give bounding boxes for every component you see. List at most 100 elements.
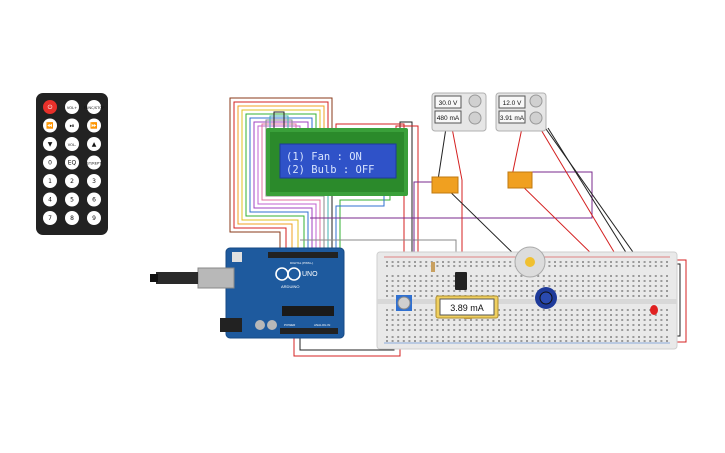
breadboard-hole[interactable]: [615, 275, 618, 277]
breadboard-hole[interactable]: [503, 285, 506, 287]
breadboard-hole[interactable]: [481, 290, 484, 292]
breadboard-hole[interactable]: [660, 324, 663, 326]
breadboard-hole[interactable]: [615, 324, 618, 326]
breadboard-hole[interactable]: [593, 290, 596, 292]
breadboard-hole[interactable]: [408, 340, 411, 342]
breadboard-hole[interactable]: [542, 285, 545, 287]
breadboard-hole[interactable]: [570, 285, 573, 287]
breadboard-hole[interactable]: [570, 329, 573, 331]
breadboard-hole[interactable]: [436, 336, 439, 338]
breadboard-hole[interactable]: [531, 280, 534, 282]
breadboard-hole[interactable]: [565, 314, 568, 316]
breadboard-hole[interactable]: [593, 261, 596, 263]
breadboard-hole[interactable]: [643, 324, 646, 326]
breadboard-hole[interactable]: [503, 324, 506, 326]
breadboard-hole[interactable]: [548, 275, 551, 277]
breadboard-hole[interactable]: [587, 290, 590, 292]
breadboard-hole[interactable]: [526, 314, 528, 316]
breadboard-hole[interactable]: [542, 336, 545, 338]
breadboard-hole[interactable]: [576, 336, 579, 338]
breadboard-hole[interactable]: [643, 309, 646, 311]
breadboard-hole[interactable]: [509, 324, 512, 326]
breadboard-hole[interactable]: [660, 285, 663, 287]
breadboard-hole[interactable]: [486, 280, 489, 282]
breadboard-hole[interactable]: [498, 261, 500, 263]
breadboard-hole[interactable]: [520, 324, 523, 326]
breadboard-hole[interactable]: [570, 295, 573, 297]
breadboard-hole[interactable]: [509, 319, 512, 321]
dc-motor[interactable]: [514, 246, 546, 278]
breadboard-hole[interactable]: [391, 336, 394, 338]
breadboard-hole[interactable]: [615, 309, 618, 311]
breadboard-hole[interactable]: [514, 309, 517, 311]
breadboard-hole[interactable]: [576, 295, 579, 297]
breadboard-hole[interactable]: [604, 309, 607, 311]
breadboard-hole[interactable]: [442, 285, 444, 287]
breadboard-hole[interactable]: [565, 290, 568, 292]
breadboard-hole[interactable]: [587, 280, 590, 282]
breadboard-hole[interactable]: [425, 340, 428, 342]
breadboard-hole[interactable]: [632, 319, 635, 321]
breadboard-hole[interactable]: [402, 265, 405, 267]
breadboard-hole[interactable]: [632, 336, 635, 338]
breadboard-hole[interactable]: [542, 340, 545, 342]
breadboard-hole[interactable]: [649, 285, 652, 287]
breadboard-hole[interactable]: [520, 275, 523, 277]
breadboard-hole[interactable]: [638, 336, 640, 338]
breadboard-hole[interactable]: [509, 329, 512, 331]
breadboard-hole[interactable]: [526, 280, 528, 282]
breadboard-hole[interactable]: [447, 265, 450, 267]
breadboard-hole[interactable]: [565, 340, 568, 342]
breadboard-hole[interactable]: [643, 275, 646, 277]
breadboard-hole[interactable]: [632, 280, 635, 282]
breadboard-hole[interactable]: [598, 319, 601, 321]
breadboard-hole[interactable]: [559, 324, 562, 326]
breadboard-hole[interactable]: [610, 261, 612, 263]
breadboard-hole[interactable]: [632, 265, 635, 267]
breadboard-hole[interactable]: [632, 309, 635, 311]
breadboard-hole[interactable]: [593, 285, 596, 287]
breadboard-hole[interactable]: [621, 261, 624, 263]
breadboard-hole[interactable]: [531, 290, 534, 292]
breadboard-hole[interactable]: [632, 275, 635, 277]
breadboard-hole[interactable]: [649, 329, 652, 331]
breadboard-hole[interactable]: [666, 309, 668, 311]
breadboard-hole[interactable]: [548, 329, 551, 331]
breadboard-hole[interactable]: [638, 314, 640, 316]
multimeter[interactable]: 3.89 mA: [435, 295, 499, 319]
breadboard-hole[interactable]: [470, 265, 472, 267]
breadboard-hole[interactable]: [587, 340, 590, 342]
breadboard-hole[interactable]: [610, 340, 612, 342]
breadboard-hole[interactable]: [610, 324, 612, 326]
breadboard-hole[interactable]: [587, 324, 590, 326]
breadboard-hole[interactable]: [498, 329, 500, 331]
breadboard-hole[interactable]: [537, 314, 540, 316]
breadboard-hole[interactable]: [598, 295, 601, 297]
breadboard-hole[interactable]: [402, 324, 405, 326]
breadboard-hole[interactable]: [453, 261, 456, 263]
breadboard-hole[interactable]: [582, 336, 584, 338]
breadboard-hole[interactable]: [453, 275, 456, 277]
breadboard-hole[interactable]: [475, 329, 478, 331]
breadboard-hole[interactable]: [660, 329, 663, 331]
wire-purple-2[interactable]: [413, 181, 432, 270]
breadboard-hole[interactable]: [582, 295, 584, 297]
supply-right-knob-a[interactable]: [529, 111, 543, 125]
breadboard-hole[interactable]: [554, 319, 556, 321]
breadboard-hole[interactable]: [509, 290, 512, 292]
breadboard-hole[interactable]: [587, 314, 590, 316]
breadboard-hole[interactable]: [604, 329, 607, 331]
breadboard-hole[interactable]: [638, 280, 640, 282]
breadboard-hole[interactable]: [570, 314, 573, 316]
breadboard-hole[interactable]: [610, 329, 612, 331]
breadboard-hole[interactable]: [453, 336, 456, 338]
breadboard-hole[interactable]: [598, 309, 601, 311]
breadboard-hole[interactable]: [615, 290, 618, 292]
breadboard-hole[interactable]: [570, 265, 573, 267]
supply-right-knob-v[interactable]: [529, 94, 543, 108]
breadboard-hole[interactable]: [391, 261, 394, 263]
breadboard-hole[interactable]: [615, 295, 618, 297]
breadboard-hole[interactable]: [654, 319, 657, 321]
breadboard-hole[interactable]: [666, 324, 668, 326]
breadboard-hole[interactable]: [604, 336, 607, 338]
